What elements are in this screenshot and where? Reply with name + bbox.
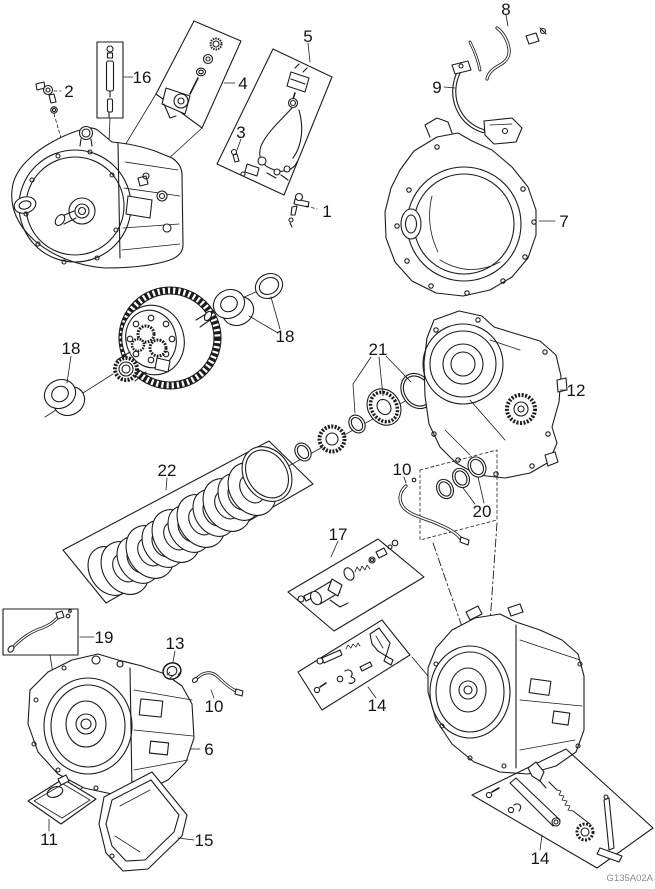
part-1-sensor [288, 192, 310, 228]
rear-case-assembly [427, 603, 585, 775]
part-17-solenoid-group [287, 538, 425, 632]
part-callout-14-lower: 14 [531, 849, 550, 868]
part-callout-14-upper: 14 [368, 696, 387, 715]
part-callout-19: 19 [95, 628, 114, 647]
part-9-bracket [451, 40, 523, 145]
part-21-bearing-rings [294, 372, 434, 462]
part-callout-5: 5 [303, 27, 312, 46]
part-14-lower-linkage [471, 748, 654, 869]
part-callout-6: 6 [204, 740, 213, 759]
part-22-clutch-pack [62, 440, 314, 604]
part-callout-8: 8 [501, 0, 510, 19]
part-11-filter [27, 774, 97, 825]
part-callout-10-upper: 10 [393, 460, 412, 479]
clutch-plates [100, 462, 277, 595]
part-callout-17: 17 [329, 525, 348, 544]
part-callout-22: 22 [158, 461, 177, 480]
part-16-dipstick [96, 41, 124, 119]
part-callout-13: 13 [166, 634, 185, 653]
leader-lines [48, 14, 568, 851]
part-14-upper-linkage [297, 619, 411, 711]
part-10-upper-tube [398, 477, 470, 546]
part-callout-18-left: 18 [62, 339, 81, 358]
part-callout-4: 4 [238, 74, 247, 93]
part-callout-21: 21 [369, 340, 388, 359]
part-callout-12: 12 [567, 381, 586, 400]
transaxle-assembly [11, 125, 184, 269]
bolt-dots [23, 149, 119, 265]
part-callout-2: 2 [64, 82, 73, 101]
part-5-harness-group [216, 48, 333, 196]
part-12-case [422, 310, 568, 479]
part-callout-9: 9 [432, 78, 441, 97]
part-2-sensor [35, 81, 58, 114]
bolt-dots [394, 144, 537, 296]
part-6-transaxle-case [27, 653, 195, 795]
part-callout-7: 7 [559, 212, 568, 231]
drawing-code: G135A02A [607, 873, 654, 884]
part-7-converter-housing [384, 117, 537, 297]
callout-layer: 1234567891010111213141415161718181920212… [40, 0, 585, 868]
part-3-bolt [230, 148, 240, 163]
part-8-pipe [485, 26, 547, 81]
part-callout-1: 1 [322, 202, 331, 221]
part-13-seal [162, 662, 182, 680]
part-4-selector-group [155, 20, 242, 129]
part-19-tube-box [2, 608, 79, 656]
bolt-dots [433, 661, 583, 769]
bolt-dots [431, 317, 551, 477]
part-10-lower-tube [191, 671, 244, 697]
bolt-dots [31, 665, 99, 791]
differential-assembly [113, 286, 222, 390]
part-callout-18-right: 18 [276, 327, 295, 346]
part-callout-16: 16 [133, 68, 152, 87]
part-18-right-bearing [212, 272, 284, 327]
part-callout-20: 20 [473, 502, 492, 521]
part-callout-10-lower: 10 [205, 697, 224, 716]
part-callout-3: 3 [236, 123, 245, 142]
part-callout-11: 11 [40, 830, 58, 849]
part-15-oil-pan [98, 771, 188, 872]
part-18-left-bearing [43, 378, 86, 417]
part-callout-15: 15 [195, 831, 214, 850]
